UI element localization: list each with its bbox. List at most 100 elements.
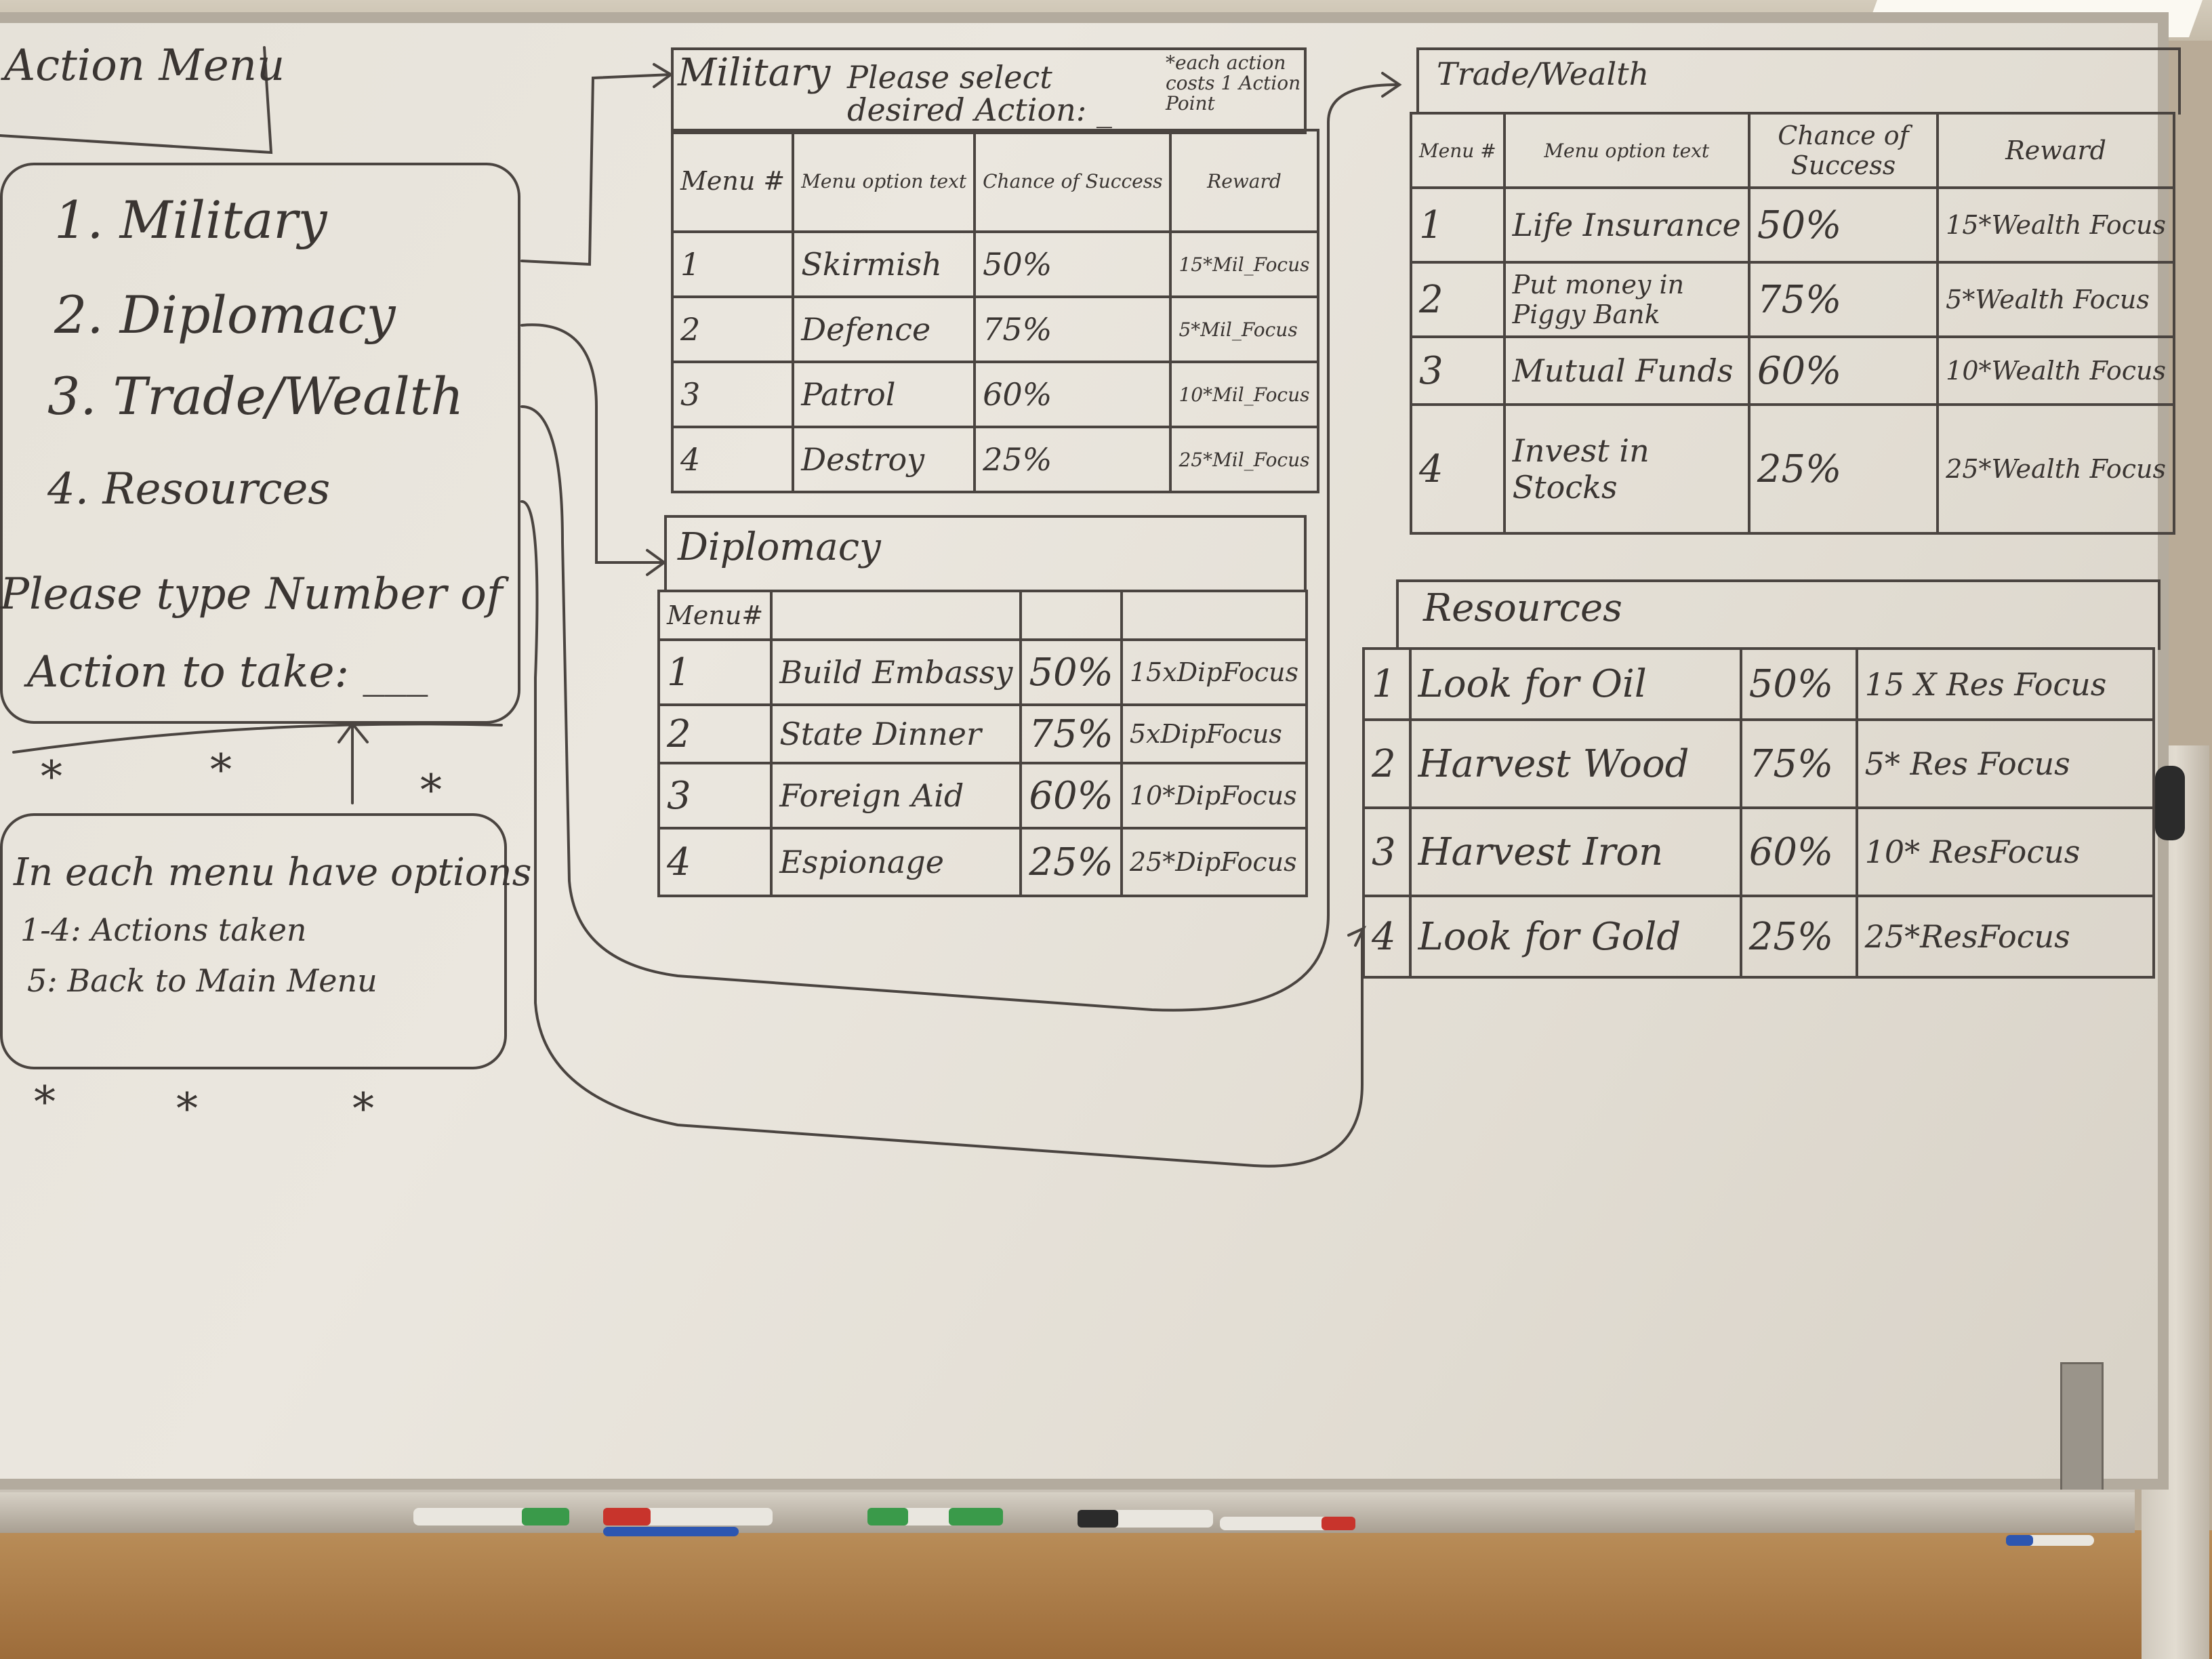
table-row: 3 Patrol 60% 10*Mil_Focus: [670, 361, 1319, 428]
menu-num: 4: [1410, 403, 1506, 535]
header-reward: Reward: [1936, 112, 2175, 189]
action-menu-title: Action Menu: [4, 41, 285, 91]
chance: 75%: [1019, 703, 1123, 764]
diplomacy-table: Menu# 1 Build Embassy 50% 15xDipFocus 2 …: [657, 590, 1309, 897]
menu-num: 1: [1410, 186, 1506, 264]
menu-num: 2: [657, 703, 773, 764]
chance: 75%: [1739, 718, 1858, 809]
reward: 15 X Res Focus: [1855, 647, 2156, 721]
table-row: 4 Look for Gold 25% 25*ResFocus: [1362, 895, 2156, 979]
table-row: 4 Destroy 25% 25*Mil_Focus: [670, 426, 1319, 493]
note-box: [0, 813, 507, 1069]
option-text: Put money in Piggy Bank: [1502, 261, 1750, 338]
reward: 10*Mil_Focus: [1169, 361, 1319, 428]
reward: 25*Wealth Focus: [1936, 403, 2175, 535]
clip-icon: [2155, 766, 2185, 840]
table-header-row: Menu # Menu option text Chance of Succes…: [670, 129, 1319, 233]
resources-title: Resources: [1423, 586, 1622, 630]
menu-item-diplomacy: 2. Diplomacy: [54, 285, 396, 345]
star-icon: *: [420, 766, 442, 816]
table-header-row: Menu # Menu option text Chance of Succes…: [1410, 112, 2175, 189]
option-text: Destroy: [792, 426, 977, 493]
reward: 25*DipFocus: [1120, 827, 1309, 897]
table-row: 3 Foreign Aid 60% 10*DipFocus: [657, 762, 1309, 830]
menu-num: 3: [1410, 335, 1506, 406]
table-row: 1 Look for Oil 50% 15 X Res Focus: [1362, 647, 2156, 721]
chance: 60%: [973, 361, 1172, 428]
header-chance: Chance of Success: [973, 129, 1172, 233]
star-icon: *: [34, 1078, 56, 1128]
header-chance: Chance of Success: [1747, 112, 1940, 189]
reward: 5* Res Focus: [1855, 718, 2156, 809]
header-reward: Reward: [1169, 129, 1319, 233]
floor: [0, 1530, 2212, 1659]
star-icon: *: [176, 1084, 198, 1134]
marker-blue[interactable]: [603, 1527, 739, 1536]
option-text: Skirmish: [792, 230, 977, 298]
option-text: Look for Oil: [1408, 647, 1742, 721]
star-icon: *: [41, 752, 62, 802]
option-text: Defence: [792, 295, 977, 363]
reward: 5*Wealth Focus: [1936, 261, 2175, 338]
military-instruction: Please select desired Action: _: [847, 59, 1112, 128]
option-text: Harvest Iron: [1408, 806, 1742, 897]
star-icon: *: [352, 1084, 374, 1134]
reward: 15*Mil_Focus: [1169, 230, 1319, 298]
table-row: 1 Life Insurance 50% 15*Wealth Focus: [1410, 186, 2175, 264]
chance: 60%: [1019, 762, 1123, 830]
header-menu-num: Menu #: [1410, 112, 1506, 189]
header-menu-num: Menu #: [670, 129, 795, 233]
option-text: State Dinner: [770, 703, 1023, 764]
table-row: 1 Build Embassy 50% 15xDipFocus: [657, 638, 1309, 706]
table-row: 3 Harvest Iron 60% 10* ResFocus: [1362, 806, 2156, 897]
chance: 75%: [973, 295, 1172, 363]
chance: 25%: [1739, 895, 1858, 979]
menu-num: 2: [670, 295, 795, 363]
marker-red[interactable]: [603, 1508, 773, 1525]
menu-num: 4: [657, 827, 773, 897]
label-plate: [2060, 1362, 2104, 1495]
option-text: Look for Gold: [1408, 895, 1742, 979]
diplomacy-title: Diplomacy: [678, 525, 881, 569]
table-row: 2 Harvest Wood 75% 5* Res Focus: [1362, 718, 2156, 809]
header-option-text: [770, 590, 1023, 641]
military-table: Menu # Menu option text Chance of Succes…: [670, 129, 1319, 493]
chance: 50%: [1019, 638, 1123, 706]
marker-green[interactable]: [867, 1508, 1003, 1525]
table-header-row: Menu#: [657, 590, 1309, 641]
chance: 25%: [973, 426, 1172, 493]
reward: 10* ResFocus: [1855, 806, 2156, 897]
chance: 50%: [1747, 186, 1940, 264]
note-line1: In each menu have options: [14, 851, 532, 895]
resources-header-box: [1396, 579, 2160, 650]
note-line3: 5: Back to Main Menu: [27, 962, 377, 999]
marker-green[interactable]: [413, 1508, 569, 1525]
resources-table: 1 Look for Oil 50% 15 X Res Focus 2 Harv…: [1362, 647, 2156, 979]
menu-num: 1: [670, 230, 795, 298]
option-text: Invest in Stocks: [1502, 403, 1750, 535]
option-text: Patrol: [792, 361, 977, 428]
menu-num: 3: [1362, 806, 1412, 897]
marker-red[interactable]: [1220, 1517, 1355, 1530]
table-row: 3 Mutual Funds 60% 10*Wealth Focus: [1410, 335, 2175, 406]
diplomacy-header-box: [664, 515, 1307, 592]
marker-black[interactable]: [1078, 1510, 1213, 1528]
table-row: 2 Defence 75% 5*Mil_Focus: [670, 295, 1319, 363]
table-row: 2 Put money in Piggy Bank 75% 5*Wealth F…: [1410, 261, 2175, 338]
trade-table: Menu # Menu option text Chance of Succes…: [1410, 112, 2175, 535]
chance: 50%: [973, 230, 1172, 298]
header-option-text: Menu option text: [792, 129, 977, 233]
military-title: Military: [678, 51, 831, 95]
marker-blue[interactable]: [2006, 1535, 2094, 1546]
chance: 60%: [1739, 806, 1858, 897]
header-chance: [1019, 590, 1123, 641]
table-row: 2 State Dinner 75% 5xDipFocus: [657, 703, 1309, 764]
menu-num: 2: [1410, 261, 1506, 338]
menu-num: 3: [670, 361, 795, 428]
reward: 15xDipFocus: [1120, 638, 1309, 706]
menu-num: 4: [1362, 895, 1412, 979]
reward: 10*DipFocus: [1120, 762, 1309, 830]
menu-item-resources: 4. Resources: [47, 464, 331, 514]
reward: 10*Wealth Focus: [1936, 335, 2175, 406]
menu-prompt-line1: Please type Number of: [0, 569, 503, 619]
